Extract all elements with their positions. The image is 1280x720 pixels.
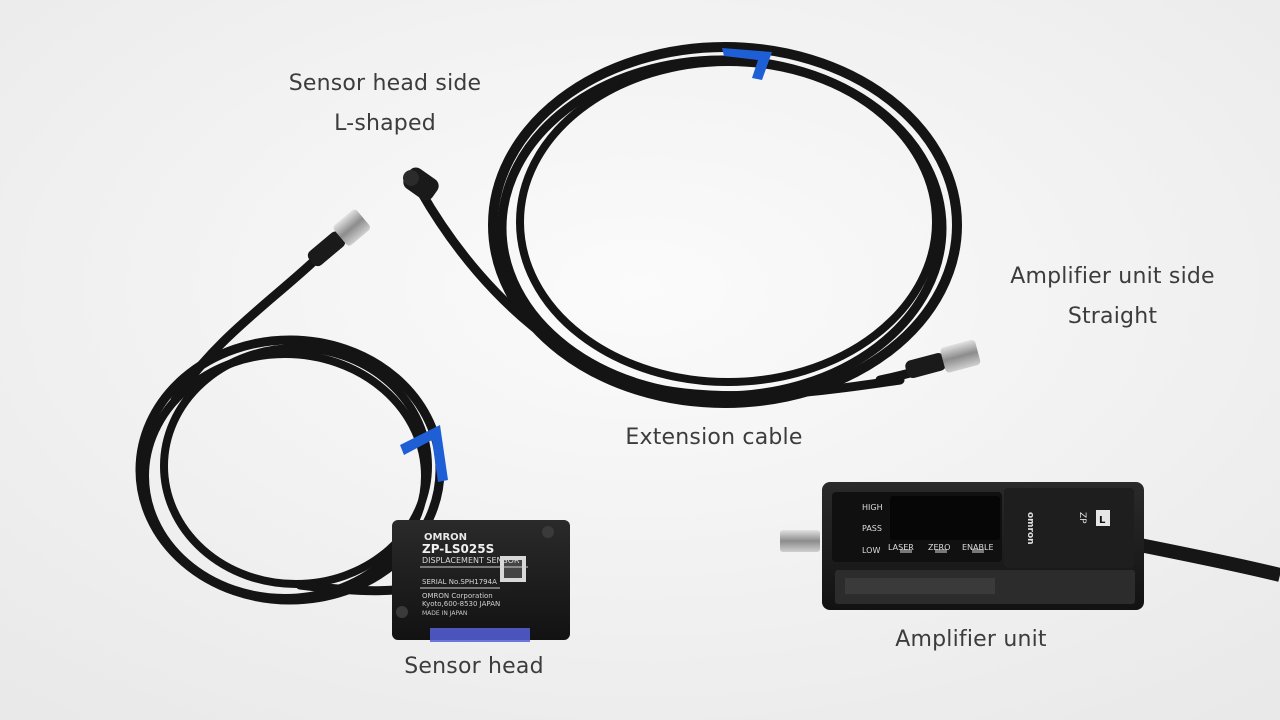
indicator-low: LOW [862, 546, 880, 555]
caption-amplifier-unit-side: Amplifier unit side Straight [990, 257, 1235, 337]
button-zero: ZERO [928, 543, 950, 552]
sensor-cable-connector [307, 209, 370, 267]
amplifier-device: HIGH PASS LOW LASER ZERO ENABLE omron ZP… [780, 482, 1144, 610]
button-enable: ENABLE [962, 543, 994, 552]
l-shaped-connector [403, 167, 439, 201]
caption-amplifier-unit-side-line1: Amplifier unit side [1010, 264, 1215, 289]
caption-sensor-head-side: Sensor head side L-shaped [270, 64, 500, 144]
cable-tie-top [722, 48, 772, 80]
sensor-head-device: OMRON ZP-LS025S DISPLACEMENT SENSOR SERI… [392, 520, 570, 642]
indicator-high: HIGH [862, 503, 883, 512]
caption-sensor-head: Sensor head [404, 654, 544, 679]
amplifier-letter: L [1099, 515, 1106, 526]
sensor-type: DISPLACEMENT SENSOR [422, 556, 520, 565]
sensor-serial: SERIAL No.SPH1794A [422, 578, 497, 586]
amplifier-series: ZP [1077, 512, 1087, 524]
button-laser: LASER [888, 543, 914, 552]
amplifier-brand: omron [1025, 512, 1035, 545]
sensor-maker-1: OMRON Corporation [422, 592, 493, 600]
sensor-head-cable [135, 230, 445, 605]
straight-connector [905, 339, 981, 379]
caption-sensor-head-side-line2: L-shaped [334, 111, 436, 136]
sensor-origin: MADE IN JAPAN [422, 610, 467, 617]
cable-tie-bottom [400, 425, 448, 482]
sensor-model: ZP-LS025S [422, 542, 494, 556]
sensor-maker-2: Kyoto,600-8530 JAPAN [422, 600, 500, 608]
caption-amplifier-unit: Amplifier unit [895, 627, 1047, 652]
sensor-brand: OMRON [424, 532, 467, 543]
caption-sensor-head-side-line1: Sensor head side [288, 71, 482, 96]
indicator-pass: PASS [862, 524, 882, 533]
caption-extension-cable: Extension cable [625, 425, 803, 450]
caption-amplifier-unit-side-line2: Straight [1067, 304, 1158, 329]
